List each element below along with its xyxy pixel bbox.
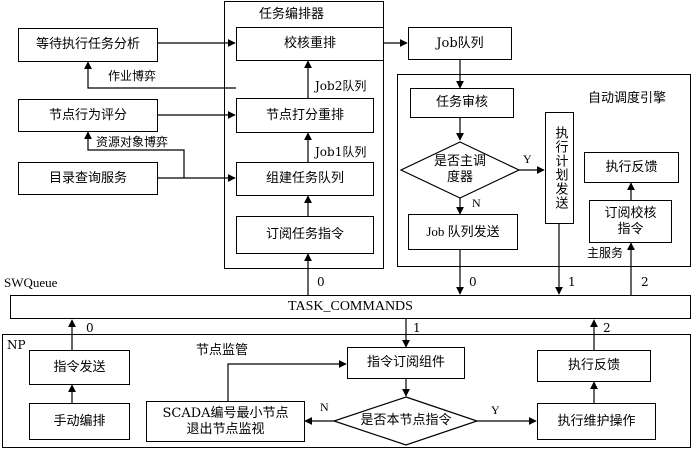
manual-arrange-box: 手动编排 bbox=[29, 403, 130, 440]
build-task-queue-box: 组建任务队列 bbox=[236, 162, 374, 196]
pending-task-analysis-box: 等待执行任务分析 bbox=[18, 28, 158, 62]
label-ch1-scheduler: 1 bbox=[568, 275, 576, 289]
label-job1-queue: Job1队列 bbox=[315, 145, 367, 159]
exec-feedback-top-box: 执行反馈 bbox=[584, 152, 679, 183]
exec-plan-send-box: 执行计划发送 bbox=[545, 112, 574, 224]
label-n-master: N bbox=[472, 196, 481, 210]
cmd-subscribe-component-box: 指令订阅组件 bbox=[347, 347, 465, 379]
swqueue-label: SWQueue bbox=[4, 275, 58, 290]
node-monitor-title: 节点监管 bbox=[196, 343, 249, 358]
label-ch2-np: 2 bbox=[603, 321, 611, 335]
label-main-service: 主服务 bbox=[587, 246, 624, 260]
arrow-scada-to-cmdsub bbox=[227, 360, 347, 401]
label-y-master: Y bbox=[523, 152, 532, 166]
label-ch1-np: 1 bbox=[413, 321, 421, 335]
label-resource-game: 资源对象博弈 bbox=[96, 135, 169, 149]
auto-scheduler-title: 自动调度引擎 bbox=[588, 91, 667, 106]
label-job-game: 作业博弈 bbox=[108, 69, 157, 83]
label-y-node: Y bbox=[491, 403, 500, 417]
job-queue-box: Job队列 bbox=[408, 27, 512, 60]
verify-reorder-box: 校核重排 bbox=[236, 27, 384, 61]
decision-is-this-node-cmd: 是否本节点指令 bbox=[360, 413, 452, 428]
cmd-send-box: 指令发送 bbox=[29, 350, 130, 385]
decision-is-master-shape bbox=[399, 141, 521, 199]
label-n-node: N bbox=[320, 400, 329, 414]
node-panel-title: NP bbox=[7, 338, 26, 352]
directory-query-box: 目录查询服务 bbox=[18, 162, 158, 195]
node-panel-group bbox=[2, 334, 691, 448]
label-ch0-np: 0 bbox=[86, 321, 94, 335]
task-orchestrator-title: 任务编排器 bbox=[259, 7, 325, 22]
label-ch2-scheduler: 2 bbox=[641, 275, 649, 289]
subscribe-verify-cmd-box: 订阅校核 指令 bbox=[589, 200, 672, 243]
decision-is-master-scheduler: 是否主调 度器 bbox=[433, 154, 486, 185]
exec-maintenance-box: 执行维护操作 bbox=[537, 403, 656, 440]
decision-this-node-shape bbox=[332, 396, 479, 446]
exec-feedback-bottom-box: 执行反馈 bbox=[537, 350, 651, 382]
job-queue-send-box: Job 队列发送 bbox=[408, 214, 518, 250]
task-orchestrator-group bbox=[224, 1, 384, 269]
node-behavior-score-box: 节点行为评分 bbox=[18, 99, 158, 132]
task-audit-box: 任务审核 bbox=[410, 88, 514, 118]
label-ch0-scheduler: 0 bbox=[469, 275, 477, 289]
label-job2-queue: Job2队列 bbox=[315, 79, 367, 93]
scada-exit-box: SCADA编号最小节点 退出节点监视 bbox=[146, 401, 305, 442]
label-ch0-orchestrator: 0 bbox=[317, 275, 325, 289]
task-commands-bar: TASK_COMMANDS bbox=[10, 295, 691, 319]
auto-scheduler-group bbox=[397, 74, 691, 267]
node-score-reorder-box: 节点打分重排 bbox=[236, 98, 374, 133]
arrow-directory-to-score bbox=[84, 131, 185, 178]
subscribe-task-cmd-box: 订阅任务指令 bbox=[236, 216, 374, 254]
arrow-verify-to-pending bbox=[84, 61, 236, 89]
